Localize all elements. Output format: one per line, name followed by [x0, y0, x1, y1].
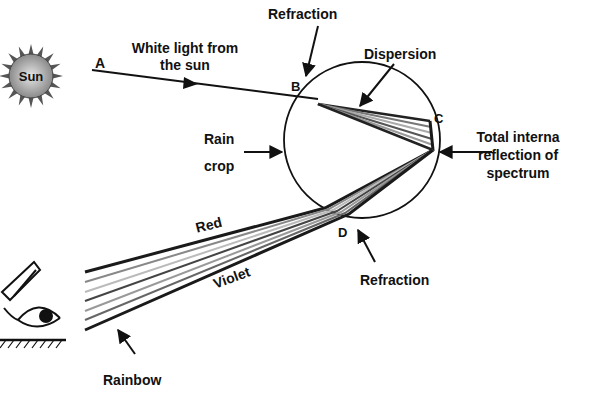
diagram-label: B — [291, 78, 300, 95]
diagram-label: Total interna reflection of spectrum — [472, 128, 564, 182]
diagram-label: D — [338, 224, 347, 241]
diagram-label: Rainbow — [103, 372, 161, 389]
diagram-label: Refraction — [268, 6, 337, 23]
sun-node: Sun — [0, 43, 64, 109]
leader-arrow — [306, 26, 318, 76]
dispersed-rays — [318, 104, 433, 150]
reflected-rays — [85, 121, 433, 330]
diagram-label: Rain crop — [204, 126, 249, 180]
diagram-label: A — [95, 55, 105, 72]
diagram-label: White light from the sun — [130, 40, 240, 74]
observer-eye — [0, 262, 66, 348]
diagram-label: Dispersion — [364, 46, 436, 63]
diagram-label: Red — [194, 214, 224, 237]
ray-arrowhead — [183, 77, 198, 89]
leader-arrow — [118, 330, 135, 354]
leader-arrow — [360, 64, 394, 106]
leader-arrow — [244, 151, 282, 153]
incident-ray — [92, 70, 318, 99]
diagram-label: C — [434, 110, 443, 127]
diagram-label: Refraction — [360, 272, 429, 289]
sun-label: Sun — [0, 43, 64, 109]
diagram-label: Violet — [211, 264, 252, 293]
leader-arrow — [358, 230, 375, 262]
